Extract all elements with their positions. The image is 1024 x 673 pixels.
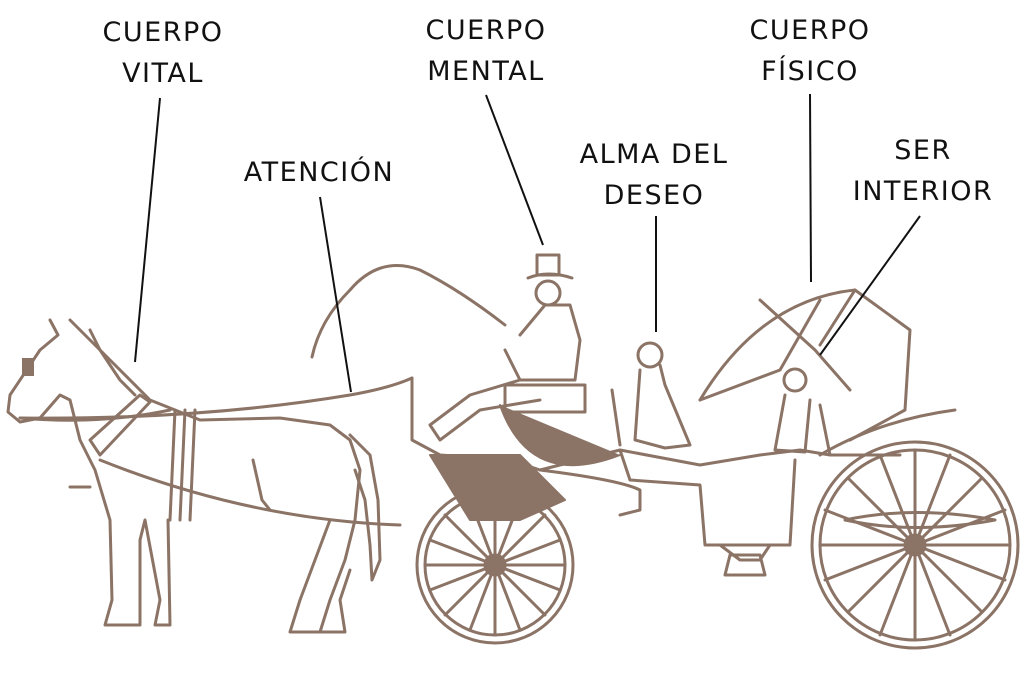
label-line-2: VITAL: [122, 58, 204, 89]
whip: [310, 264, 507, 359]
label-cuerpo-fisico: CUERPO FÍSICO: [736, 10, 884, 92]
label-line-1: ATENCIÓN: [243, 157, 395, 188]
label-line-2: DESEO: [603, 180, 705, 211]
rear-passenger-drawing: [773, 367, 812, 454]
label-line-2: FÍSICO: [761, 56, 859, 87]
label-line-2: MENTAL: [427, 56, 545, 87]
label-cuerpo-mental: CUERPO MENTAL: [412, 10, 560, 92]
coachman-drawing: [428, 253, 587, 442]
leader-line-ser-interior: [819, 215, 921, 356]
horse-drawing: [6, 318, 414, 634]
label-line-1: ALMA DEL: [579, 139, 729, 170]
leader-line-cuerpo-mental: [485, 94, 544, 246]
front-passenger-drawing: [633, 341, 692, 450]
label-line-1: SER: [894, 135, 952, 166]
label-line-1: CUERPO: [749, 15, 871, 46]
label-line-1: CUERPO: [102, 17, 224, 48]
label-cuerpo-vital: CUERPO VITAL: [90, 12, 236, 94]
leader-line-cuerpo-fisico: [809, 93, 812, 283]
label-ser-interior: SER INTERIOR: [840, 130, 1006, 212]
leader-line-cuerpo-vital: [134, 97, 161, 363]
carriage-body: [410, 288, 957, 577]
rear-wheel: [810, 440, 1020, 650]
label-line-2: INTERIOR: [852, 176, 994, 207]
leader-line-atencion: [319, 196, 352, 393]
label-line-1: CUERPO: [425, 15, 547, 46]
label-alma-del-deseo: ALMA DEL DESEO: [562, 134, 746, 216]
label-atencion: ATENCIÓN: [226, 152, 412, 193]
leader-lines: [134, 93, 921, 393]
